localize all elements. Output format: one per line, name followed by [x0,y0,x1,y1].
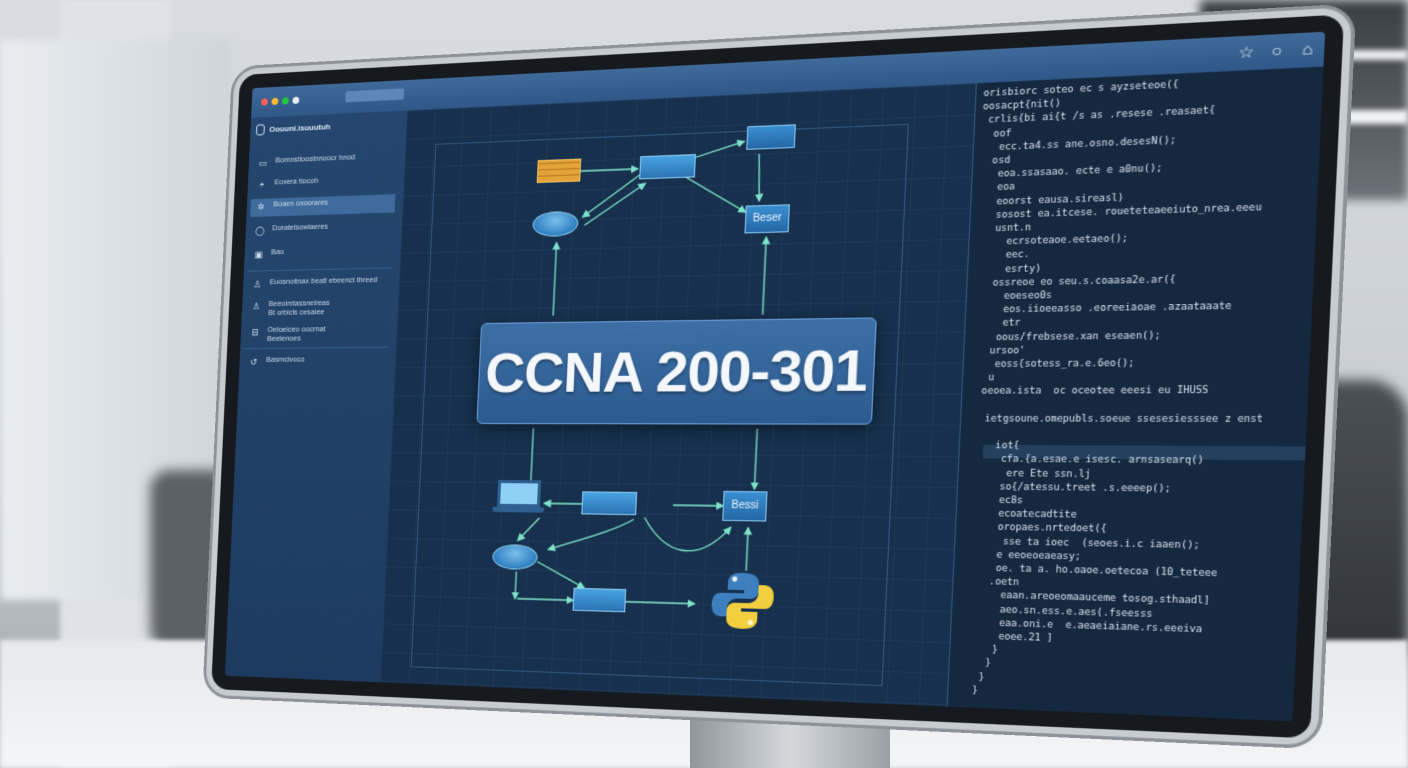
code-line: usnt.n [977,221,1031,234]
code-line: oous/frebsese.xan eseaen(); [972,329,1161,342]
sidebar-item-label: Bau [271,247,284,256]
code-editor[interactable]: orisbiorc soteo ec s ayzseteoe({oosacpt{… [947,67,1325,722]
code-line: } [972,670,984,682]
firewall-node[interactable] [537,159,582,184]
code-line: orisbiorc soteo ec s ayzseteoe({ [983,78,1179,98]
server-node[interactable] [746,124,796,150]
sidebar-divider [244,347,388,350]
sidebar-item-label: Eoxera tiocoh [274,176,318,187]
code-line: } [973,657,991,669]
code-line: ossreoe eo seu.s.coaasa2e.ar({ [974,273,1176,288]
laptop-node[interactable] [497,480,541,508]
code-line: esrty) [975,262,1041,275]
sidebar-item[interactable]: ◯ Doratetsowiaeres [249,219,394,241]
terminal-icon: ▣ [254,249,264,259]
star-icon[interactable]: ☆ [1234,41,1258,63]
person-icon: ♙ [252,279,262,289]
address-bar[interactable] [345,88,404,102]
circle-icon[interactable]: ○ [1265,39,1289,61]
sidebar-item[interactable]: ♙ Euosnoitnax beatl etxrenct threed [247,273,392,294]
sidebar-title: Oouuni.isuuutuh [269,122,331,134]
code-line: osd [980,154,1010,166]
refresh-icon: ↺ [249,357,259,367]
gear-icon: ✲ [256,202,266,212]
circle-icon: ◯ [255,226,265,236]
sidebar-item-label: Bomnstloostnnoocr hnod [275,152,355,164]
code-line: u [970,372,994,383]
sidebar-divider [248,267,392,271]
sidebar-item[interactable]: ⊟ Oeloeiceo oocrnat Beelenoes [244,322,389,348]
code-line: etr [972,317,1020,329]
sidebar-item[interactable]: ♙ Beeoimtassneireas Bt orbicls cesaiee [245,296,390,323]
code-line: eos.iioeeasso .eoreeiaoae .azaataaate [973,300,1232,315]
doc-icon: ▭ [258,158,268,168]
sidebar-item[interactable]: ↺ Basmcivoco [243,353,388,372]
laptop-base [493,507,545,513]
app-icon [256,124,265,135]
close-window-dot[interactable] [261,98,268,105]
code-line: cfa.{a.esae.e isesc. arnsasearq() [983,453,1204,466]
code-line: eoss{sotess_ra.e.6eo(); [971,357,1135,369]
code-line: eec. [976,249,1030,261]
code-line: } [974,643,998,655]
sidebar-item[interactable]: ◓ Eoxera tiocoh [251,172,396,195]
code-line: so{/atessu.treet .s.eeeep(); [981,480,1171,493]
sidebar-item-label: Euosnoitnax beatl etxrenct threed [270,275,378,286]
sidebar-item-active[interactable]: ✲ Boaen oxoorares [250,194,395,217]
code-line: eoee.21 ] [974,630,1053,644]
code-line: eoeseo0s [974,289,1052,301]
code-line: ecrsoteaoe.eetaeo(); [976,232,1128,247]
monitor-screen: ☆ ○ ⌂ Oouuni.isuuutuh ▭ Bomnstloostnnooc… [225,32,1325,722]
sidebar-item[interactable]: ▭ Bomnstloostnnoocr hnod [252,149,397,173]
code-line: oosacpt{nit() [983,97,1062,112]
page-title: CCNA 200-301 [477,319,875,424]
sidebar-item-label: Doratetsowiaeres [272,222,328,233]
code-line: sse ta ioec (seoes.i.c iaaen(); [979,535,1200,550]
window-dot[interactable] [292,97,299,104]
sidebar-item-label: Oeloeiceo oocrnat Beelenoes [267,324,326,343]
home-icon[interactable]: ⌂ [1296,38,1320,60]
code-line: oropaes.nrtedoet({ [979,521,1107,534]
minimize-window-dot[interactable] [271,98,278,105]
code-line: e eeoeoeaeasy; [978,548,1081,561]
code-line: eoorst eausa.sireasl) [978,191,1124,207]
sidebar-item-label: Beeoimtassneireas Bt orbicls cesaiee [268,298,330,317]
sidebar-item-label: Basmcivoco [266,355,305,364]
switch-node[interactable] [573,588,627,613]
sidebar: Oouuni.isuuutuh ▭ Bomnstloostnnoocr hnod… [225,110,408,682]
person-icon: ♙ [251,301,261,311]
code-line: oeoea.ista oc oceotee eeesi eu IHUSS [969,384,1208,396]
monitor: ☆ ○ ⌂ Oouuni.isuuutuh ▭ Bomnstloostnnooc… [211,14,1344,738]
server-node[interactable]: Bessi [722,491,767,522]
maximize-window-dot[interactable] [282,97,289,104]
code-line: } [972,684,978,695]
server-node[interactable]: Beser [744,204,790,233]
code-line: oof [981,127,1011,139]
code-line: ursoo' [971,344,1025,356]
user-icon: ◓ [257,180,267,190]
code-line: ietgsoune.omepubls.soeue ssesesiesssee z… [984,412,1263,424]
code-line: ec8s [981,494,1023,506]
title-banner: CCNA 200-301 [476,317,877,424]
code-line: ecoatecadtite [980,507,1077,520]
python-logo-icon [708,568,777,634]
sidebar-item[interactable]: ▣ Bau [248,243,393,265]
lock-icon: ⊟ [250,327,260,337]
code-line: ere Ete ssn.lj [982,467,1091,479]
switch-node[interactable] [581,491,637,515]
code-line: iot{ [983,440,1019,451]
code-line: eoa [979,181,1015,193]
network-diagram-canvas: Beser CCNA 200-301 Bessi [380,83,976,706]
switch-node[interactable] [639,154,696,179]
code-line: .oetn [977,575,1019,587]
sidebar-item-label: Boaen oxoorares [273,198,328,209]
